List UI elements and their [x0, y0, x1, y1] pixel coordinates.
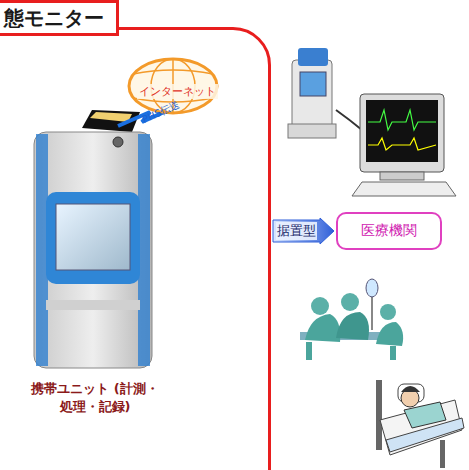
region-outline: 携帯ユニット (計測・処理・記録) インターネット [0, 27, 271, 470]
institution-box: 医療機関 [336, 212, 442, 250]
block-arrow [273, 218, 334, 244]
title: 態モニター [4, 5, 104, 32]
patient-bed [376, 380, 464, 468]
node-label: 医療機関 [361, 222, 417, 240]
node-label: 携帯ユニット (計測・処理・記録) [15, 380, 175, 415]
stationary-monitor [288, 48, 456, 196]
surgery-scene [300, 279, 403, 360]
title-box: 態モニター [0, 0, 119, 36]
portable-unit [34, 110, 152, 368]
edge-label: 据置型 [276, 222, 317, 240]
node-label: インターネット [137, 84, 218, 99]
